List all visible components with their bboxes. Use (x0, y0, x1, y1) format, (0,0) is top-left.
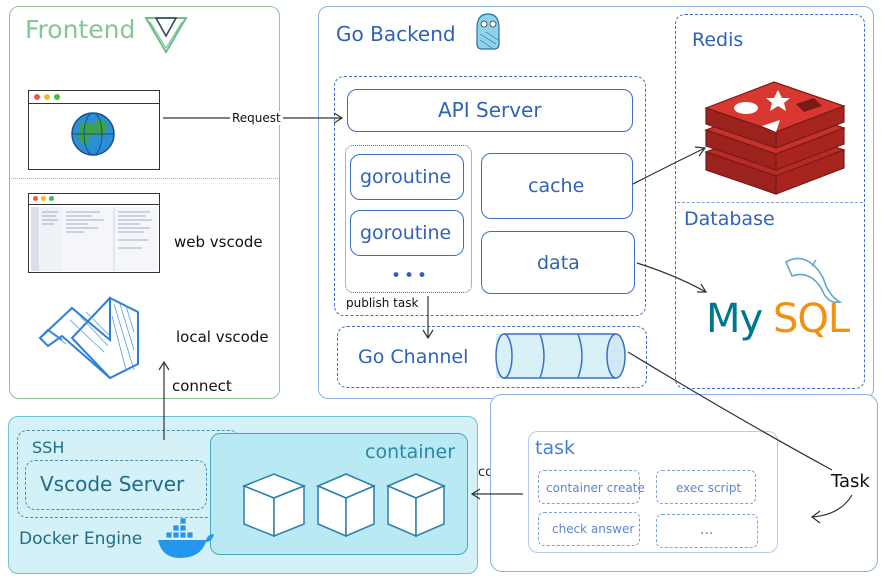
request-label: Request (230, 111, 283, 125)
data-box (481, 231, 635, 294)
vscode-server-label: Vscode Server (40, 472, 185, 496)
storage-divider (677, 202, 863, 203)
browser-min-dot (44, 94, 50, 100)
container-label: container (365, 441, 456, 463)
task-item-more (656, 514, 758, 548)
goroutine-box-1 (350, 154, 464, 200)
frontend-divider (11, 178, 278, 179)
cache-label: cache (528, 175, 585, 197)
web-vscode-titlebar (28, 193, 160, 205)
ssh-label: SSH (32, 438, 65, 457)
api-server-label: API Server (438, 98, 542, 122)
browser-max-dot (54, 94, 60, 100)
database-title: Database (684, 208, 775, 230)
goroutine-label-1: goroutine (360, 166, 452, 188)
vscode-server-box (25, 460, 207, 510)
frontend-title: Frontend (25, 15, 136, 44)
docker-engine-label: Docker Engine (19, 529, 143, 549)
web-vscode-min-dot (41, 196, 46, 201)
browser-close-dot (34, 94, 40, 100)
connect-label: connect (172, 377, 232, 395)
api-server-box (347, 89, 633, 132)
cache-box (481, 153, 633, 219)
web-vscode-max-dot (49, 196, 54, 201)
task-item-check-answer (538, 512, 640, 546)
web-vscode-close-dot (33, 196, 38, 201)
browser-titlebar (28, 90, 160, 104)
mysql-logo-sql: SQL (773, 296, 850, 342)
task-item-label-1: exec script (676, 481, 742, 495)
service-group (334, 76, 646, 316)
go-channel-label: Go Channel (358, 346, 469, 368)
mysql-logo-my: My (706, 296, 763, 342)
task-arrow-label: Task (829, 471, 872, 492)
goroutine-more-dots: ••• (391, 266, 431, 286)
goroutine-label-2: goroutine (360, 222, 452, 244)
data-label: data (537, 252, 580, 274)
task-item-container-create (538, 470, 640, 504)
web-vscode-window (28, 193, 160, 273)
task-item-label-3: ... (700, 522, 714, 538)
frontend-panel (9, 6, 280, 399)
backend-title: Go Backend (336, 22, 456, 46)
goroutine-group (345, 145, 472, 293)
local-vscode-label: local vscode (176, 328, 269, 346)
task-title: task (535, 437, 575, 459)
web-vscode-label: web vscode (174, 233, 263, 251)
publish-task-label: publish task (346, 296, 419, 310)
goroutine-box-2 (350, 210, 464, 256)
task-item-label-0: container create (546, 481, 645, 495)
task-item-label-2: check answer (552, 522, 635, 536)
redis-title: Redis (692, 29, 744, 51)
